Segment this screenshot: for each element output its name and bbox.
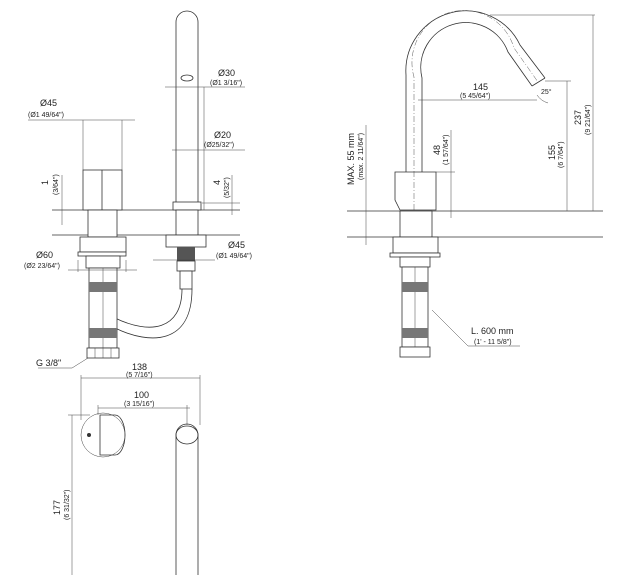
- front-dimension-lines: [28, 86, 245, 369]
- spout-dia-mm: Ø20: [214, 130, 231, 140]
- body-height-mm: 48: [432, 145, 442, 155]
- max-thickness-in: (max. 2 11/64"): [358, 133, 365, 180]
- hose-length-mm: L. 600 mm: [471, 326, 514, 336]
- flange-dia-in: (Ø2 23/64"): [24, 263, 60, 270]
- side-body: [394, 171, 437, 211]
- front-view: Ø45 (Ø1 49/64") Ø30 (Ø1 3/16") Ø20 (Ø25/…: [24, 10, 252, 369]
- depth-in: (6 31/32"): [64, 489, 71, 520]
- handle-gap-in: (3/64"): [53, 174, 60, 195]
- reach-in: (5 45/64"): [460, 93, 491, 100]
- top-handle-base: [80, 412, 126, 458]
- spout-flange: [165, 234, 207, 248]
- spout-hose-fitting: [179, 270, 193, 290]
- outlet-height-in: (6 7/64"): [558, 141, 565, 168]
- handle-nut: [85, 255, 121, 269]
- hose-outer: [114, 288, 183, 328]
- spout-flange-dia-in: (Ø1 49/64"): [216, 253, 252, 260]
- spout-top-dia-mm: Ø30: [218, 68, 235, 78]
- spout-base: [172, 201, 202, 211]
- body-height-in: (1 57/64"): [443, 134, 450, 165]
- hose-inner: [114, 288, 193, 339]
- spout-shank: [175, 209, 199, 236]
- handle-dia-in: (Ø1 49/64"): [28, 112, 64, 119]
- side-shank: [399, 210, 433, 238]
- top-dimension-lines: [68, 375, 201, 575]
- spout-dia-in: (Ø25/32"): [204, 142, 234, 149]
- gooseneck-outer: [405, 10, 546, 172]
- outlet: [531, 77, 546, 87]
- top-handle-lever: [99, 414, 126, 456]
- aerator-ring: [180, 74, 194, 82]
- handle-body: [82, 169, 123, 211]
- total-height-mm: 237: [573, 110, 583, 125]
- spout-gap-in: (5/32"): [224, 177, 231, 198]
- spacing-in: (3 15/16"): [124, 401, 155, 408]
- handle-gap-mm: 1: [40, 180, 50, 185]
- gooseneck-centerline: [411, 10, 539, 210]
- spout-nut: [176, 260, 196, 272]
- total-height-in: (9 21/64"): [585, 104, 592, 135]
- spout-tube: [175, 10, 199, 210]
- side-view: 145 (5 45/64") 25° 155 (6 7/64") 237 (9 …: [346, 10, 603, 358]
- reach-mm: 145: [473, 82, 488, 92]
- spacing-mm: 100: [134, 390, 149, 400]
- handle-washer: [77, 251, 127, 257]
- top-spout-tube: [175, 423, 199, 575]
- handle-hoses: [86, 267, 120, 359]
- spout-top-dia-in: (Ø1 3/16"): [210, 80, 242, 87]
- handle-shank: [87, 209, 118, 238]
- gooseneck-inner: [420, 22, 533, 172]
- hose-length-in: (1' - 11 5/8"): [474, 339, 512, 346]
- side-washer: [389, 252, 441, 258]
- side-hoses: [399, 256, 431, 358]
- side-flange: [392, 236, 439, 254]
- outlet-height-mm: 155: [547, 145, 557, 160]
- flange-dia-mm: Ø60: [36, 250, 53, 260]
- thread-label: G 3/8": [36, 358, 61, 368]
- overall-width-in: (5 7/16"): [126, 372, 153, 379]
- spout-gap-mm: 4: [212, 180, 222, 185]
- max-thickness-mm: MAX. 55 mm: [346, 133, 356, 185]
- overall-width-mm: 138: [132, 362, 147, 372]
- spout-flange-dia-mm: Ø45: [228, 240, 245, 250]
- handle-flange: [79, 236, 127, 253]
- side-dimension-lines: [365, 14, 595, 347]
- angle-label: 25°: [541, 88, 552, 96]
- top-handle-indicator: [87, 433, 91, 437]
- top-spout-head: [175, 425, 199, 445]
- top-view: 138 (5 7/16") 100 (3 15/16") 177 (6 31/3…: [52, 362, 201, 575]
- spout-thread: [177, 247, 195, 261]
- handle-dia-mm: Ø45: [40, 98, 57, 108]
- depth-mm: 177: [52, 500, 62, 515]
